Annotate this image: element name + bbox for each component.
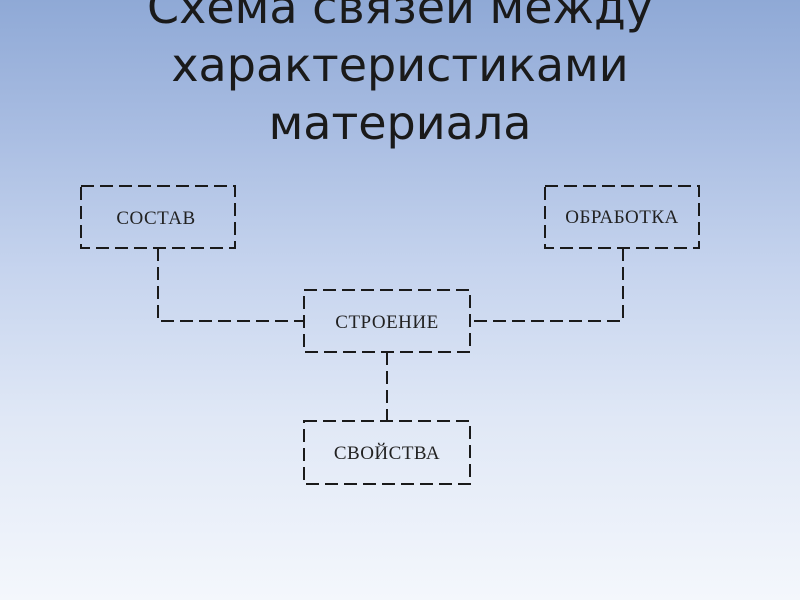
node-label-sostav: СОСТАВ [116,208,195,229]
connector-sostav-stroenie [157,248,304,322]
node-label-obrabotka: ОБРАБОТКА [565,207,679,228]
title-line-3: материала [268,96,532,150]
node-box-stroenie [303,289,471,353]
title-line-2: характеристиками [171,38,629,92]
slide-title: Схема связей между характеристиками мате… [0,0,800,152]
title-line-1: Схема связей между [147,0,653,34]
node-box-obrabotka [544,185,700,249]
connector-obrabotka-stroenie [470,248,624,322]
node-label-stroenie: СТРОЕНИЕ [335,312,438,333]
node-label-svoistva: СВОЙСТВА [334,443,440,464]
node-box-sostav [80,185,236,249]
node-box-svoistva [303,420,471,485]
